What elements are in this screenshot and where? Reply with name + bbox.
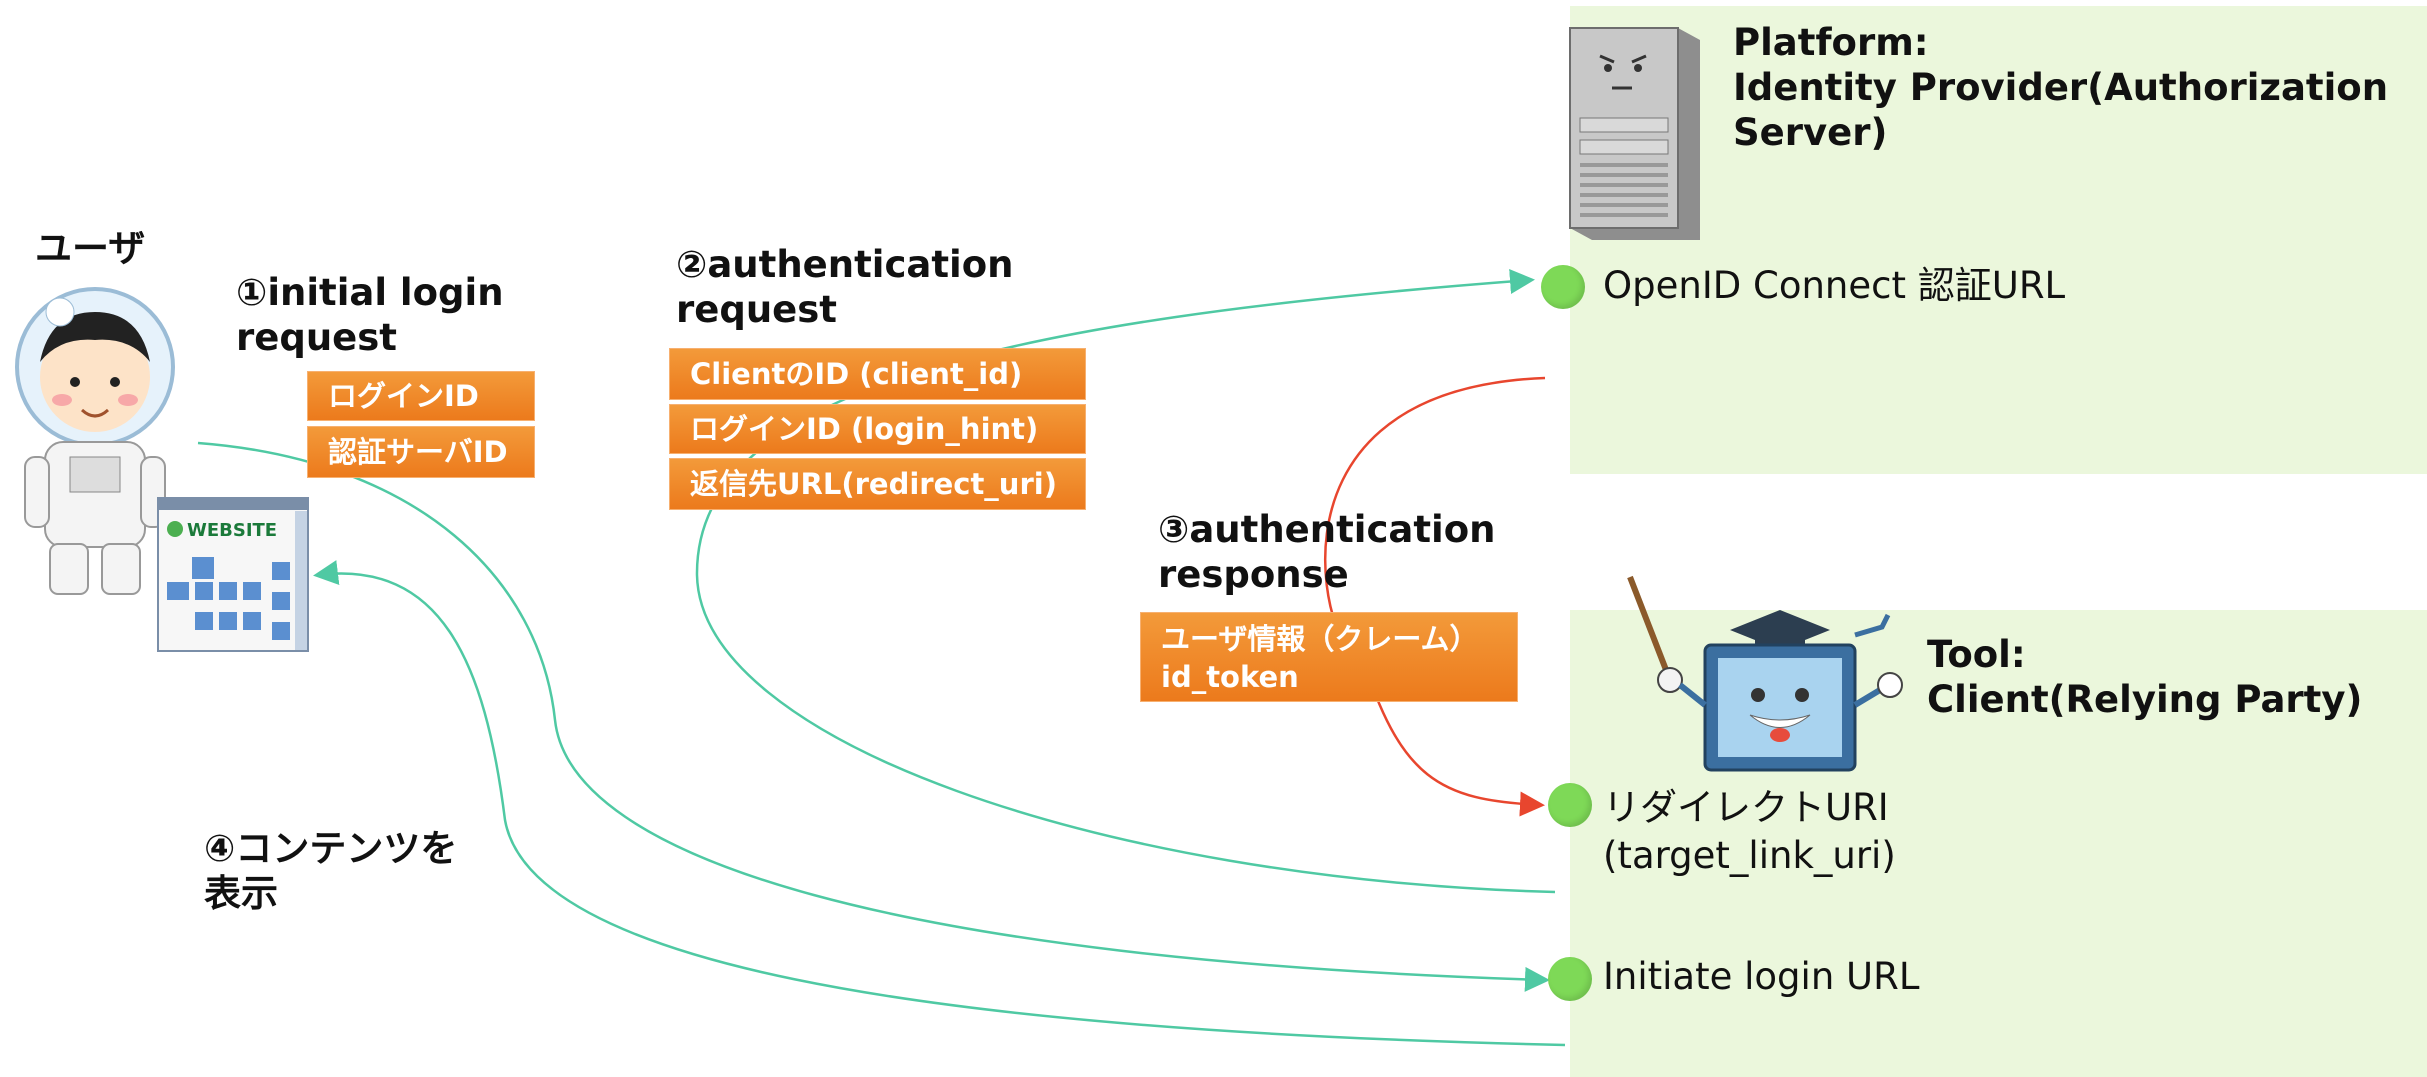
authentication-request-line <box>695 269 1556 894</box>
initiate-login-url-label: Initiate login URL <box>1603 955 1920 998</box>
step-2-param-box: ClientのID (client_id) <box>669 348 1086 400</box>
step-3-param-box: ユーザ情報（クレーム） id_token <box>1140 612 1518 702</box>
website-icon: WEBSITE <box>157 497 309 652</box>
content-display-line <box>313 560 1566 1047</box>
redirect-uri-label: リダイレクトURI (target_link_uri) <box>1603 786 1896 877</box>
step-2-param-box: 返信先URL(redirect_uri) <box>669 458 1086 510</box>
teacher-monitor-illustration <box>1620 575 1920 785</box>
initial-login-request-line <box>197 441 1550 992</box>
initiate-login-endpoint-dot <box>1548 957 1592 1001</box>
step-1-param-box: ログインID <box>307 371 535 421</box>
openid-connect-endpoint-dot <box>1541 265 1585 309</box>
website-logo-text: WEBSITE <box>187 520 277 541</box>
user-label: ユーザ <box>35 227 146 270</box>
step-1-label: ①initial login request <box>236 271 504 359</box>
step-2-label: ②authentication request <box>676 243 1014 331</box>
redirect-uri-endpoint-dot <box>1548 783 1592 827</box>
platform-zone <box>1570 6 2427 474</box>
step-1-param-box: 認証サーバID <box>307 426 535 478</box>
step-2-param-box: ログインID (login_hint) <box>669 404 1086 454</box>
astronaut-user-illustration <box>10 282 180 600</box>
server-icon <box>1560 18 1705 243</box>
platform-title: Platform: Identity Provider(Authorizatio… <box>1733 21 2389 154</box>
step-4-label: ④コンテンツを 表示 <box>204 827 458 915</box>
step-3-label: ③authentication response <box>1158 508 1496 596</box>
tool-title: Tool: Client(Relying Party) <box>1927 633 2363 721</box>
openid-connect-auth-url-label: OpenID Connect 認証URL <box>1603 264 2066 307</box>
